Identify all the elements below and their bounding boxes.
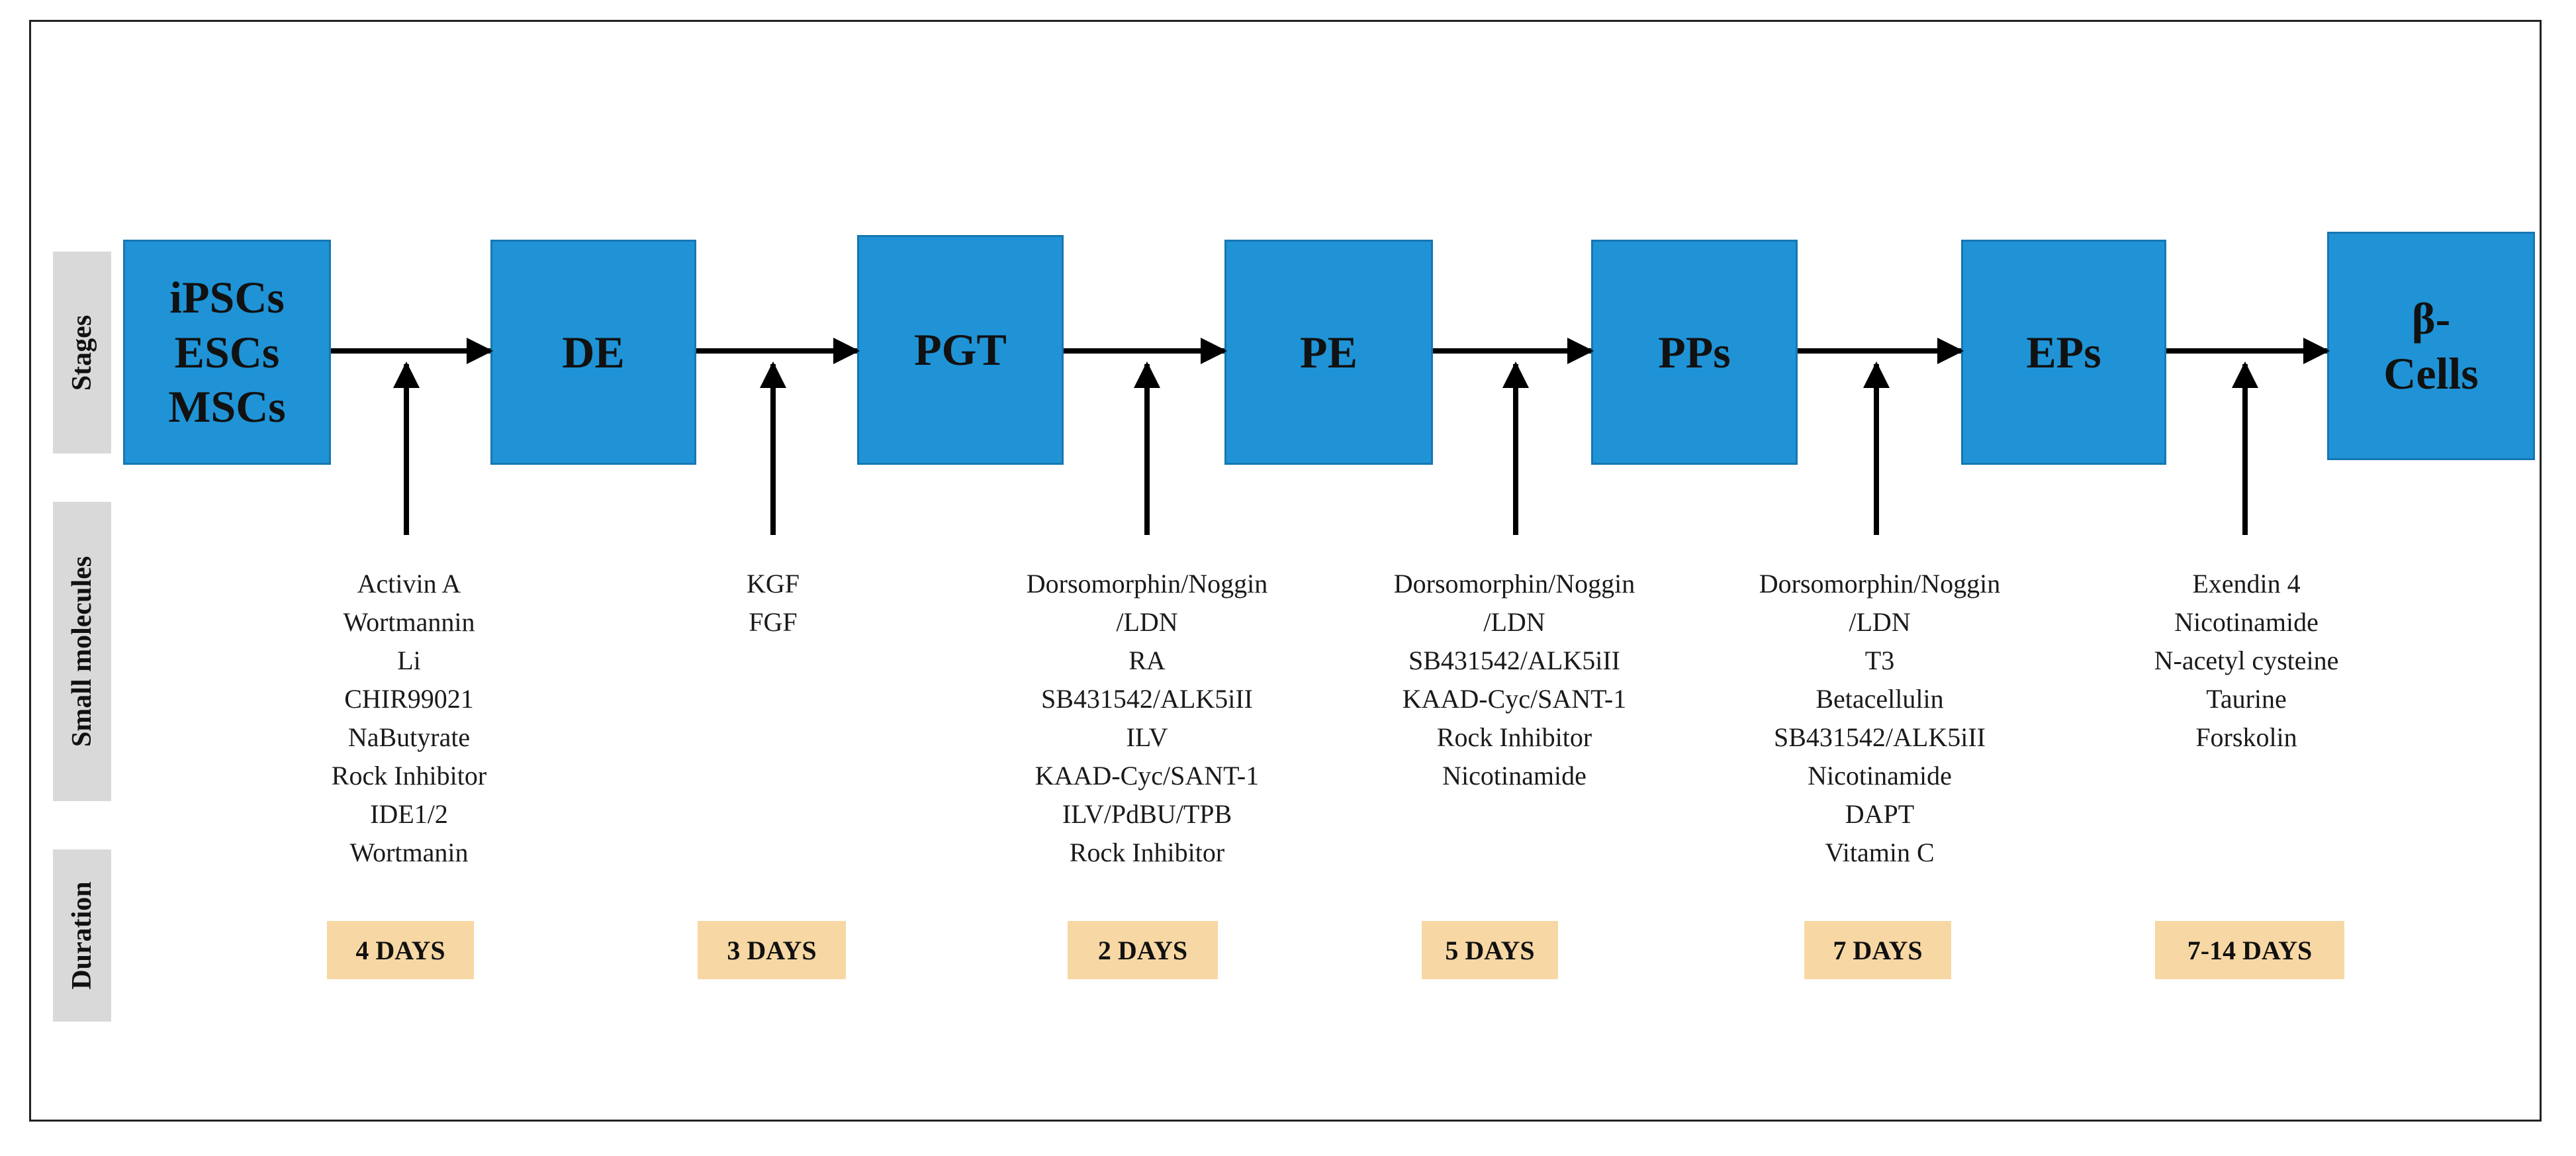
duration-text: 7 DAYS — [1833, 935, 1923, 965]
stage-box-pe: PE — [1224, 240, 1433, 465]
molecule-item: Dorsomorphin/Noggin — [1759, 569, 2001, 599]
molecule-item: SB431542/ALK5iII — [1408, 646, 1620, 675]
molecule-item: Taurine — [2206, 684, 2287, 714]
molecule-item: Wortmannin — [343, 607, 475, 637]
duration-text: 5 DAYS — [1445, 935, 1535, 965]
molecule-item: N-acetyl cysteine — [2154, 646, 2339, 675]
molecule-item: Activin A — [357, 569, 461, 599]
molecule-item: CHIR99021 — [344, 684, 474, 714]
molecule-item: FGF — [749, 607, 798, 637]
stage-box-pps: PPs — [1591, 240, 1798, 465]
stage-box-source-cells: iPSCs ESCs MSCs — [123, 240, 331, 465]
molecule-item: Betacellulin — [1816, 684, 1944, 714]
stage-label: DE — [562, 326, 625, 377]
molecule-item: /LDN — [1483, 607, 1545, 637]
molecule-item: RA — [1128, 646, 1166, 675]
molecule-item: KAAD-Cyc/SANT-1 — [1402, 684, 1627, 714]
small-molecules-list-stage-5: Dorsomorphin/Noggin /LDN T3 Betacellulin… — [1701, 565, 2058, 872]
row-label-small-molecules: Small molecules — [53, 502, 111, 801]
molecule-item: Exendin 4 — [2192, 569, 2301, 599]
molecule-item: ILV — [1126, 722, 1168, 752]
molecule-item: Dorsomorphin/Noggin — [1026, 569, 1268, 599]
molecule-item: DAPT — [1845, 799, 1915, 829]
molecule-item: T3 — [1864, 646, 1895, 675]
molecule-item: SB431542/ALK5iII — [1774, 722, 1986, 752]
molecule-item: NaButyrate — [347, 722, 471, 752]
molecule-item: IDE1/2 — [370, 799, 448, 829]
small-molecules-list-stage-1: Activin A Wortmannin Li CHIR99021 NaButy… — [230, 565, 588, 872]
duration-badge-stage-4: 5 DAYS — [1422, 921, 1558, 979]
duration-text: 2 DAYS — [1097, 935, 1188, 965]
molecule-item: Vitamin C — [1825, 838, 1935, 867]
molecule-item: Li — [397, 646, 421, 675]
stage-label: PGT — [914, 324, 1007, 375]
stage-label: EPs — [2026, 326, 2101, 377]
molecule-item: Nicotinamide — [1808, 761, 1952, 791]
stage-box-eps: EPs — [1961, 240, 2166, 465]
duration-badge-stage-6: 7-14 DAYS — [2155, 921, 2344, 979]
small-molecules-list-stage-3: Dorsomorphin/Noggin /LDN RA SB431542/ALK… — [968, 565, 1326, 872]
molecule-item: /LDN — [1849, 607, 1911, 637]
duration-text: 7-14 DAYS — [2187, 935, 2313, 965]
molecule-item: Rock Inhibitor — [1069, 838, 1225, 867]
diagram-frame — [29, 20, 2542, 1122]
stage-box-beta-cells: β- Cells — [2327, 232, 2535, 460]
duration-text: 3 DAYS — [727, 935, 817, 965]
stage-label: iPSCs ESCs MSCs — [168, 271, 286, 432]
stage-label: PPs — [1658, 326, 1731, 377]
molecule-item: /LDN — [1116, 607, 1178, 637]
molecule-item: Nicotinamide — [1442, 761, 1587, 791]
duration-badge-stage-2: 3 DAYS — [698, 921, 846, 979]
duration-text: 4 DAYS — [355, 935, 445, 965]
molecule-item: Rock Inhibitor — [1436, 722, 1592, 752]
stage-label: PE — [1300, 326, 1357, 377]
small-molecules-list-stage-4: Dorsomorphin/Noggin /LDN SB431542/ALK5iI… — [1336, 565, 1693, 795]
small-molecules-list-stage-2: KGF FGF — [594, 565, 952, 642]
row-label-duration: Duration — [53, 849, 111, 1022]
duration-badge-stage-5: 7 DAYS — [1804, 921, 1951, 979]
molecule-item: KGF — [746, 569, 800, 599]
duration-badge-stage-1: 4 DAYS — [327, 921, 474, 979]
molecule-item: Wortmanin — [349, 838, 469, 867]
stage-box-pgt: PGT — [857, 235, 1064, 465]
stage-label: β- Cells — [2383, 293, 2479, 399]
molecule-item: ILV/PdBU/TPB — [1062, 799, 1232, 829]
row-label-stages: Stages — [53, 252, 111, 454]
molecule-item: SB431542/ALK5iII — [1041, 684, 1253, 714]
molecule-item: Dorsomorphin/Noggin — [1393, 569, 1635, 599]
molecule-item: Nicotinamide — [2174, 607, 2319, 637]
duration-badge-stage-3: 2 DAYS — [1068, 921, 1218, 979]
molecule-item: Forskolin — [2195, 722, 2297, 752]
molecule-item: Rock Inhibitor — [331, 761, 487, 791]
small-molecules-list-stage-6: Exendin 4 Nicotinamide N-acetyl cysteine… — [2068, 565, 2425, 757]
molecule-item: KAAD-Cyc/SANT-1 — [1035, 761, 1260, 791]
stage-box-de: DE — [490, 240, 696, 465]
